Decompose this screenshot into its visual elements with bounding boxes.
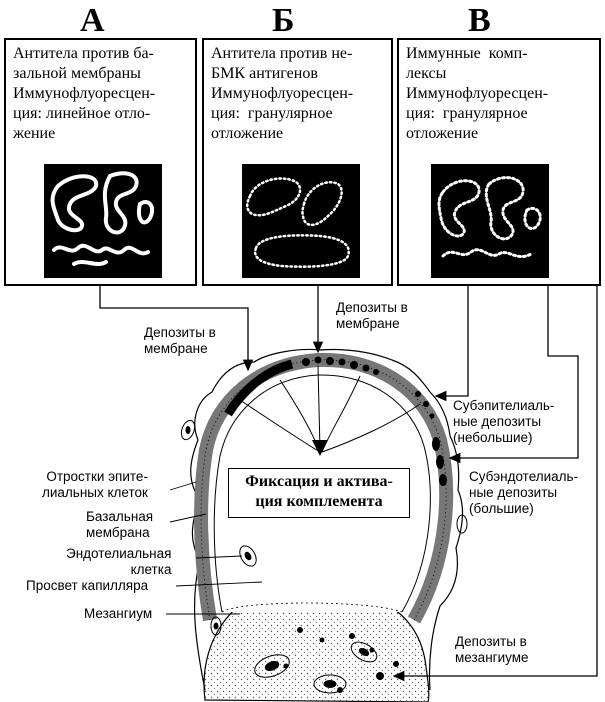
panel-letter-b: Б — [272, 2, 295, 39]
label-epithelial-processes: Отростки эпите- лиальных клеток — [42, 469, 148, 500]
linear-deposit — [224, 359, 294, 417]
complement-fixation-box: Фиксация и актива- ция комплемента — [228, 468, 410, 518]
panel-a-text: Антитела против ба- зальной мембраны Имм… — [13, 45, 156, 142]
panel-v-granular-fluorescence-image — [431, 164, 549, 278]
granular-membrane-deposits — [302, 356, 379, 375]
panel-v-text: Иммунные комп- лексы Иммунофлуоресцен- ц… — [406, 45, 549, 142]
panel-a: Антитела против ба- зальной мембраны Имм… — [4, 38, 197, 286]
label-deposits-in-membrane-top: Депозиты в мембране — [336, 300, 408, 331]
label-subepithelial-deposits: Субэпителиаль- ные депозиты (небольшие) — [453, 398, 555, 445]
panel-letter-v: В — [468, 2, 491, 39]
subepithelial-deposits — [415, 391, 435, 419]
label-mesangium: Мезангиум — [84, 606, 153, 621]
endothelial-and-mesangial-cells — [180, 419, 468, 694]
label-endothelial-cell: Эндотелиальная клетка — [66, 546, 172, 577]
connector-lines — [99, 286, 598, 682]
label-capillary-lumen: Просвет капилляра — [26, 578, 149, 593]
panel-b-text: Антитела против не- БМК антигенов Иммуно… — [211, 45, 354, 142]
label-basal-membrane: Базальная мембрана — [86, 509, 154, 540]
panel-b-granular-fluorescence-image — [242, 164, 360, 278]
label-deposits-in-membrane-left: Депозиты в мембране — [144, 325, 216, 356]
panel-v: Иммунные комп- лексы Иммунофлуоресцен- ц… — [397, 38, 601, 286]
label-leaders — [166, 481, 263, 615]
panel-letter-a: А — [80, 2, 105, 39]
panel-b: Антитела против не- БМК антигенов Иммуно… — [202, 38, 393, 286]
label-subendothelial-deposits: Субэндотелиаль- ные депозиты (большие) — [469, 469, 579, 516]
label-mesangium-deposits: Депозиты в мезангиуме — [455, 634, 529, 665]
subendothelial-deposits — [432, 437, 447, 486]
panel-a-linear-fluorescence-image — [44, 164, 162, 278]
